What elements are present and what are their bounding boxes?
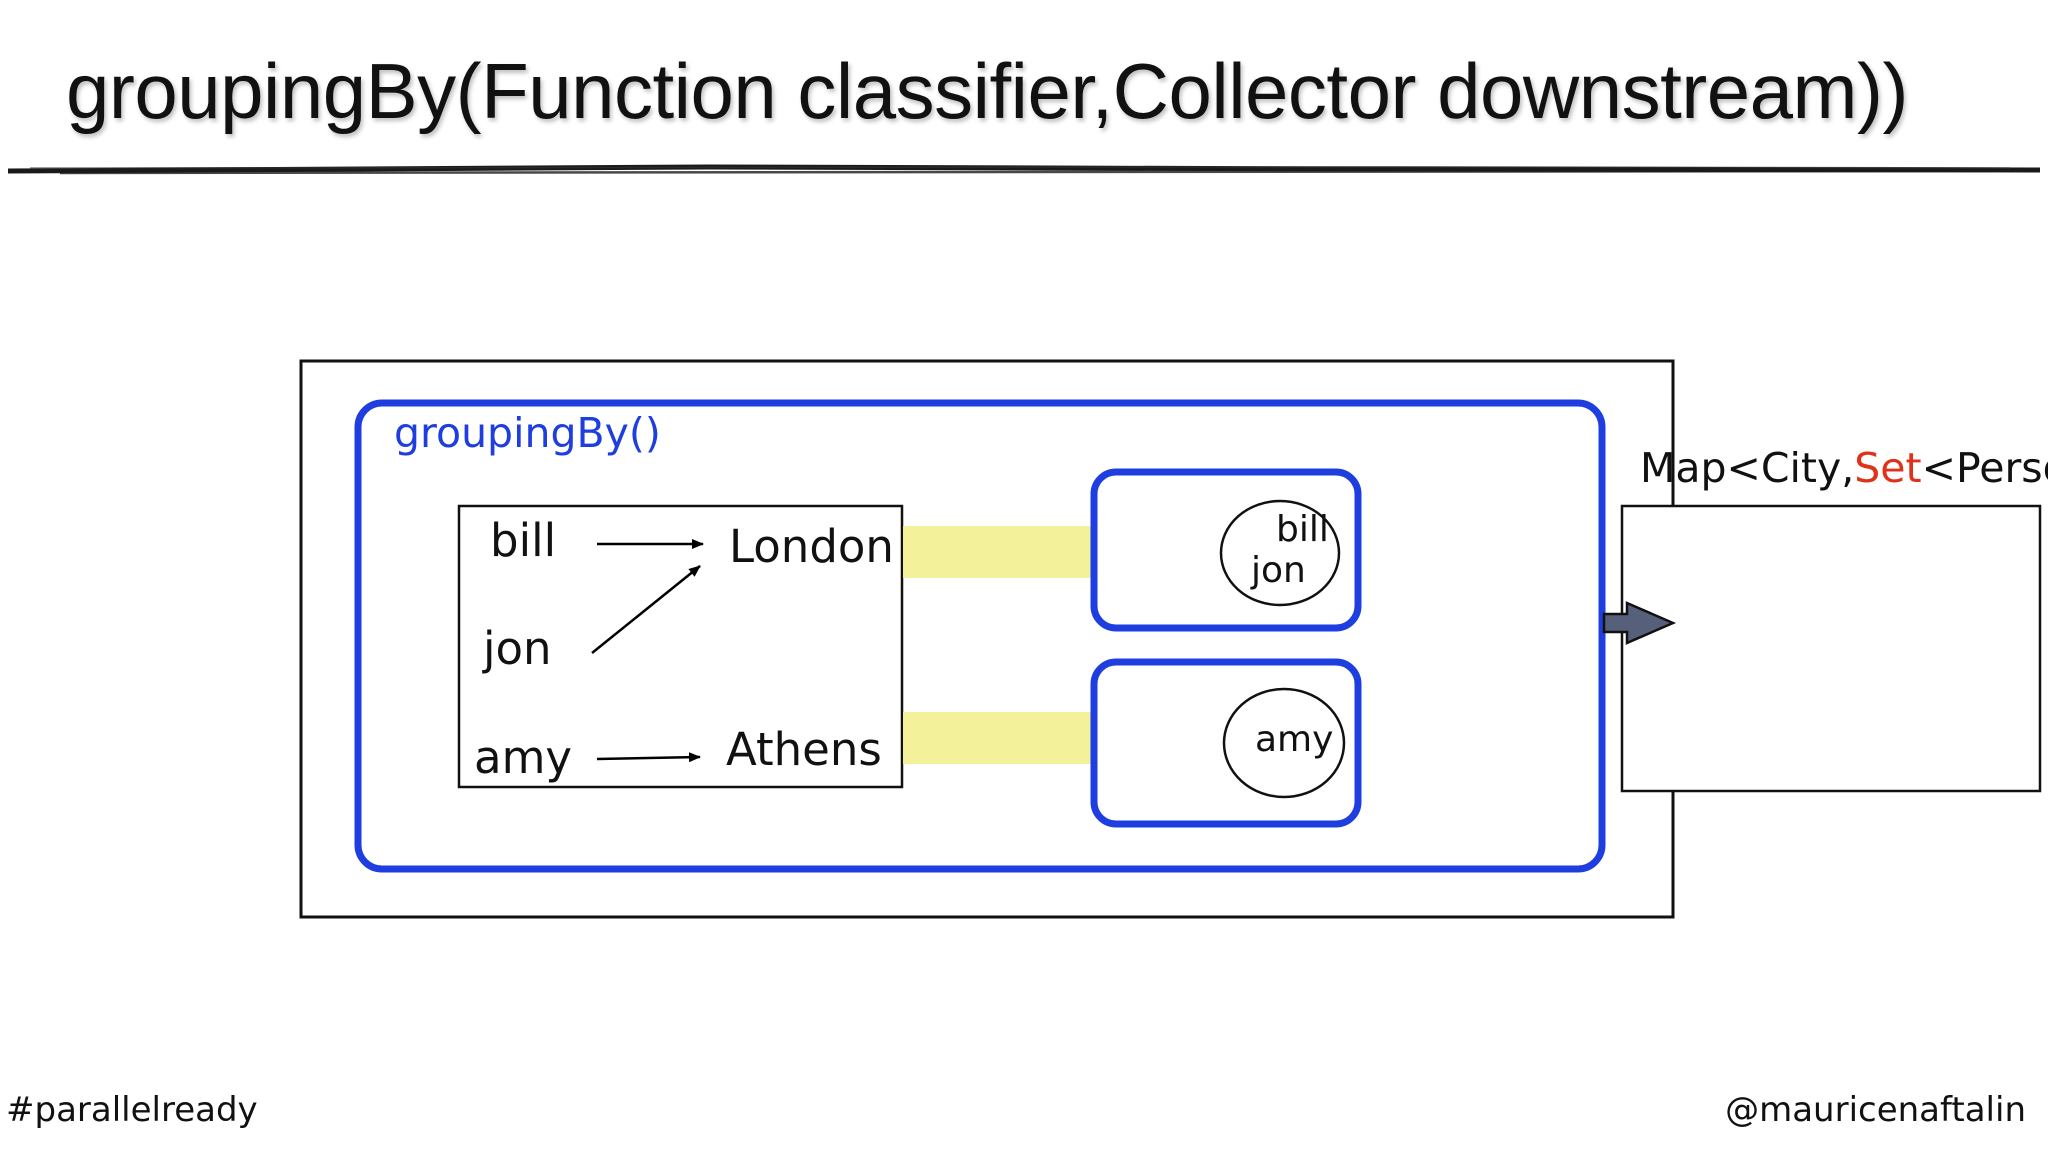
result-map-box: [1620, 504, 2042, 793]
arrow-jon-to-london: [591, 565, 701, 654]
set-member-jon: jon: [1250, 550, 1306, 591]
person-label-jon: jon: [482, 622, 552, 675]
set-member-amy: amy: [1255, 719, 1333, 760]
footer-hashtag: #parallelready: [6, 1090, 258, 1130]
slide-title: groupingBy(Function classifier,Collector…: [66, 47, 1908, 135]
connector-london: [903, 526, 1091, 578]
footer-handle: @mauricenaftalin: [1725, 1090, 2026, 1130]
connector-athens: [903, 712, 1091, 764]
city-label-london: London: [729, 520, 894, 573]
arrow-amy-to-athens: [596, 752, 701, 763]
classifier-box: [457, 504, 904, 789]
person-label-bill: bill: [490, 514, 556, 567]
output-type-set: Set: [1854, 444, 1921, 492]
grouping-by-box: [354, 399, 1606, 873]
title-underline: [7, 164, 2041, 175]
city-label-athens: Athens: [726, 723, 882, 776]
set-ellipse-athens: [1222, 687, 1346, 799]
set-member-bill: bill: [1276, 509, 1329, 550]
set-ellipse-london: [1219, 499, 1341, 607]
output-type-suffix: <Person>: [1922, 444, 2048, 492]
output-type-prefix: Map<City,: [1640, 444, 1854, 492]
grouping-by-label: groupingBy(): [394, 409, 661, 457]
output-arrow-icon: [1602, 601, 1677, 645]
output-type-label: Map<City,Set<Person>: [1640, 444, 2048, 492]
person-label-amy: amy: [474, 731, 572, 784]
